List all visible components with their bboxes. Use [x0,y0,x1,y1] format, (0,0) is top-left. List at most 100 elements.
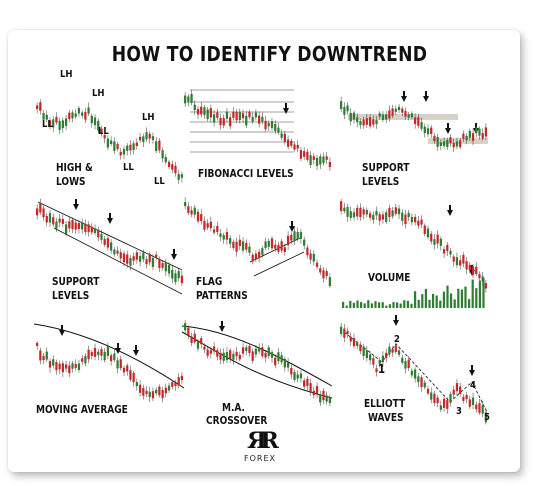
candle-bear [471,266,475,275]
candle-bear [484,283,488,289]
candle-bull [481,405,484,414]
candle-bear [352,337,356,347]
candle-bear [42,208,45,218]
candle-bull [193,207,196,215]
candle-bear [209,221,212,229]
candle-bear [280,241,283,251]
volume-bar [424,288,427,308]
candle-bull [161,150,164,159]
elliott-wave-3: 3 [456,406,462,417]
down-arrow-icon [289,221,295,232]
down-arrow-icon [283,103,289,114]
candle-bear [209,350,212,354]
candle-bear [299,150,303,159]
candles-ma-crossover [181,320,333,407]
volume-bar [399,303,402,308]
candle-bear [119,151,122,156]
candle-bear [248,111,251,118]
candle-bear [340,201,343,212]
volume-bar [464,286,467,308]
elliott-wave-5: 5 [484,412,490,423]
candle-bull [436,136,439,147]
logo-mark-icon: ЯR [247,428,279,454]
candle-bear [449,137,452,144]
candle-bear [171,164,174,170]
candle-bear [404,214,407,225]
label-high-lows-2: LOWS [56,175,86,188]
candle-bull [248,246,251,253]
candle-bull [381,355,385,363]
candle-bear [315,262,319,267]
candle-bull [283,358,286,368]
candle-bull [106,138,110,148]
candle-bull [449,250,452,255]
candle-bull [110,242,113,251]
volume-bar [360,302,363,308]
candle-bear [368,117,372,127]
volume-bar [428,299,431,308]
candle-bear [401,108,404,113]
candle-bear [319,268,322,273]
candle-bull [71,112,74,119]
candle-bull [245,347,248,351]
candle-bear [365,118,368,125]
candle-bull [267,347,270,357]
candle-bear [423,225,426,235]
candle-bull [71,363,74,369]
candle-bull [296,231,299,240]
candle-bear [446,244,449,252]
down-arrow-icon [59,325,65,336]
candle-bear [158,140,161,151]
candle-bull [381,114,385,120]
label-elliott-1: ELLIOTT [364,397,406,410]
candle-bear [129,144,132,151]
ann-ll-4: LL [154,176,165,187]
candle-bull [267,123,270,127]
candle-bull [449,393,452,403]
candle-bull [64,118,68,126]
candle-bear [52,217,55,225]
candle-bear [212,229,216,233]
candle-bull [417,376,420,383]
candle-bear [58,218,61,223]
candle-bear [87,224,90,233]
candle-bear [286,139,290,147]
ma-fast-line [181,331,333,399]
candle-bull [148,391,151,398]
volume-bar [374,301,377,308]
candle-bear [87,349,90,360]
candle-bull [340,101,343,110]
candle-bull [264,241,267,248]
volume-bar [460,289,463,308]
candle-bull [93,228,97,233]
label-moving-average: MOVING AVERAGE [36,403,128,416]
candle-bull [142,252,145,260]
elliott-wave-1: 1 [378,362,386,376]
candle-bull [254,348,258,355]
candle-bear [135,142,138,147]
candle-bull [261,248,264,256]
candle-bull [232,353,235,360]
candle-bull [110,140,113,145]
candles-elliott [340,315,489,425]
candle-bear [455,383,459,392]
candle-bull [167,264,171,274]
candle-bear [293,144,296,150]
candle-bear [161,389,164,399]
candle-bull [471,397,475,405]
candle-bear [200,106,203,115]
candle-bear [187,206,190,213]
candle-bear [478,403,481,413]
volume-bar [439,300,442,308]
candle-bear [471,133,475,141]
candles-support-mid [36,198,184,295]
down-arrow-icon [171,249,177,260]
candle-bear [222,118,225,126]
candle-bear [68,221,71,229]
candle-bear [180,375,184,381]
candle-bull [177,271,180,279]
candle-bear [187,327,190,336]
candle-bear [362,209,365,215]
candle-bear [155,254,158,258]
